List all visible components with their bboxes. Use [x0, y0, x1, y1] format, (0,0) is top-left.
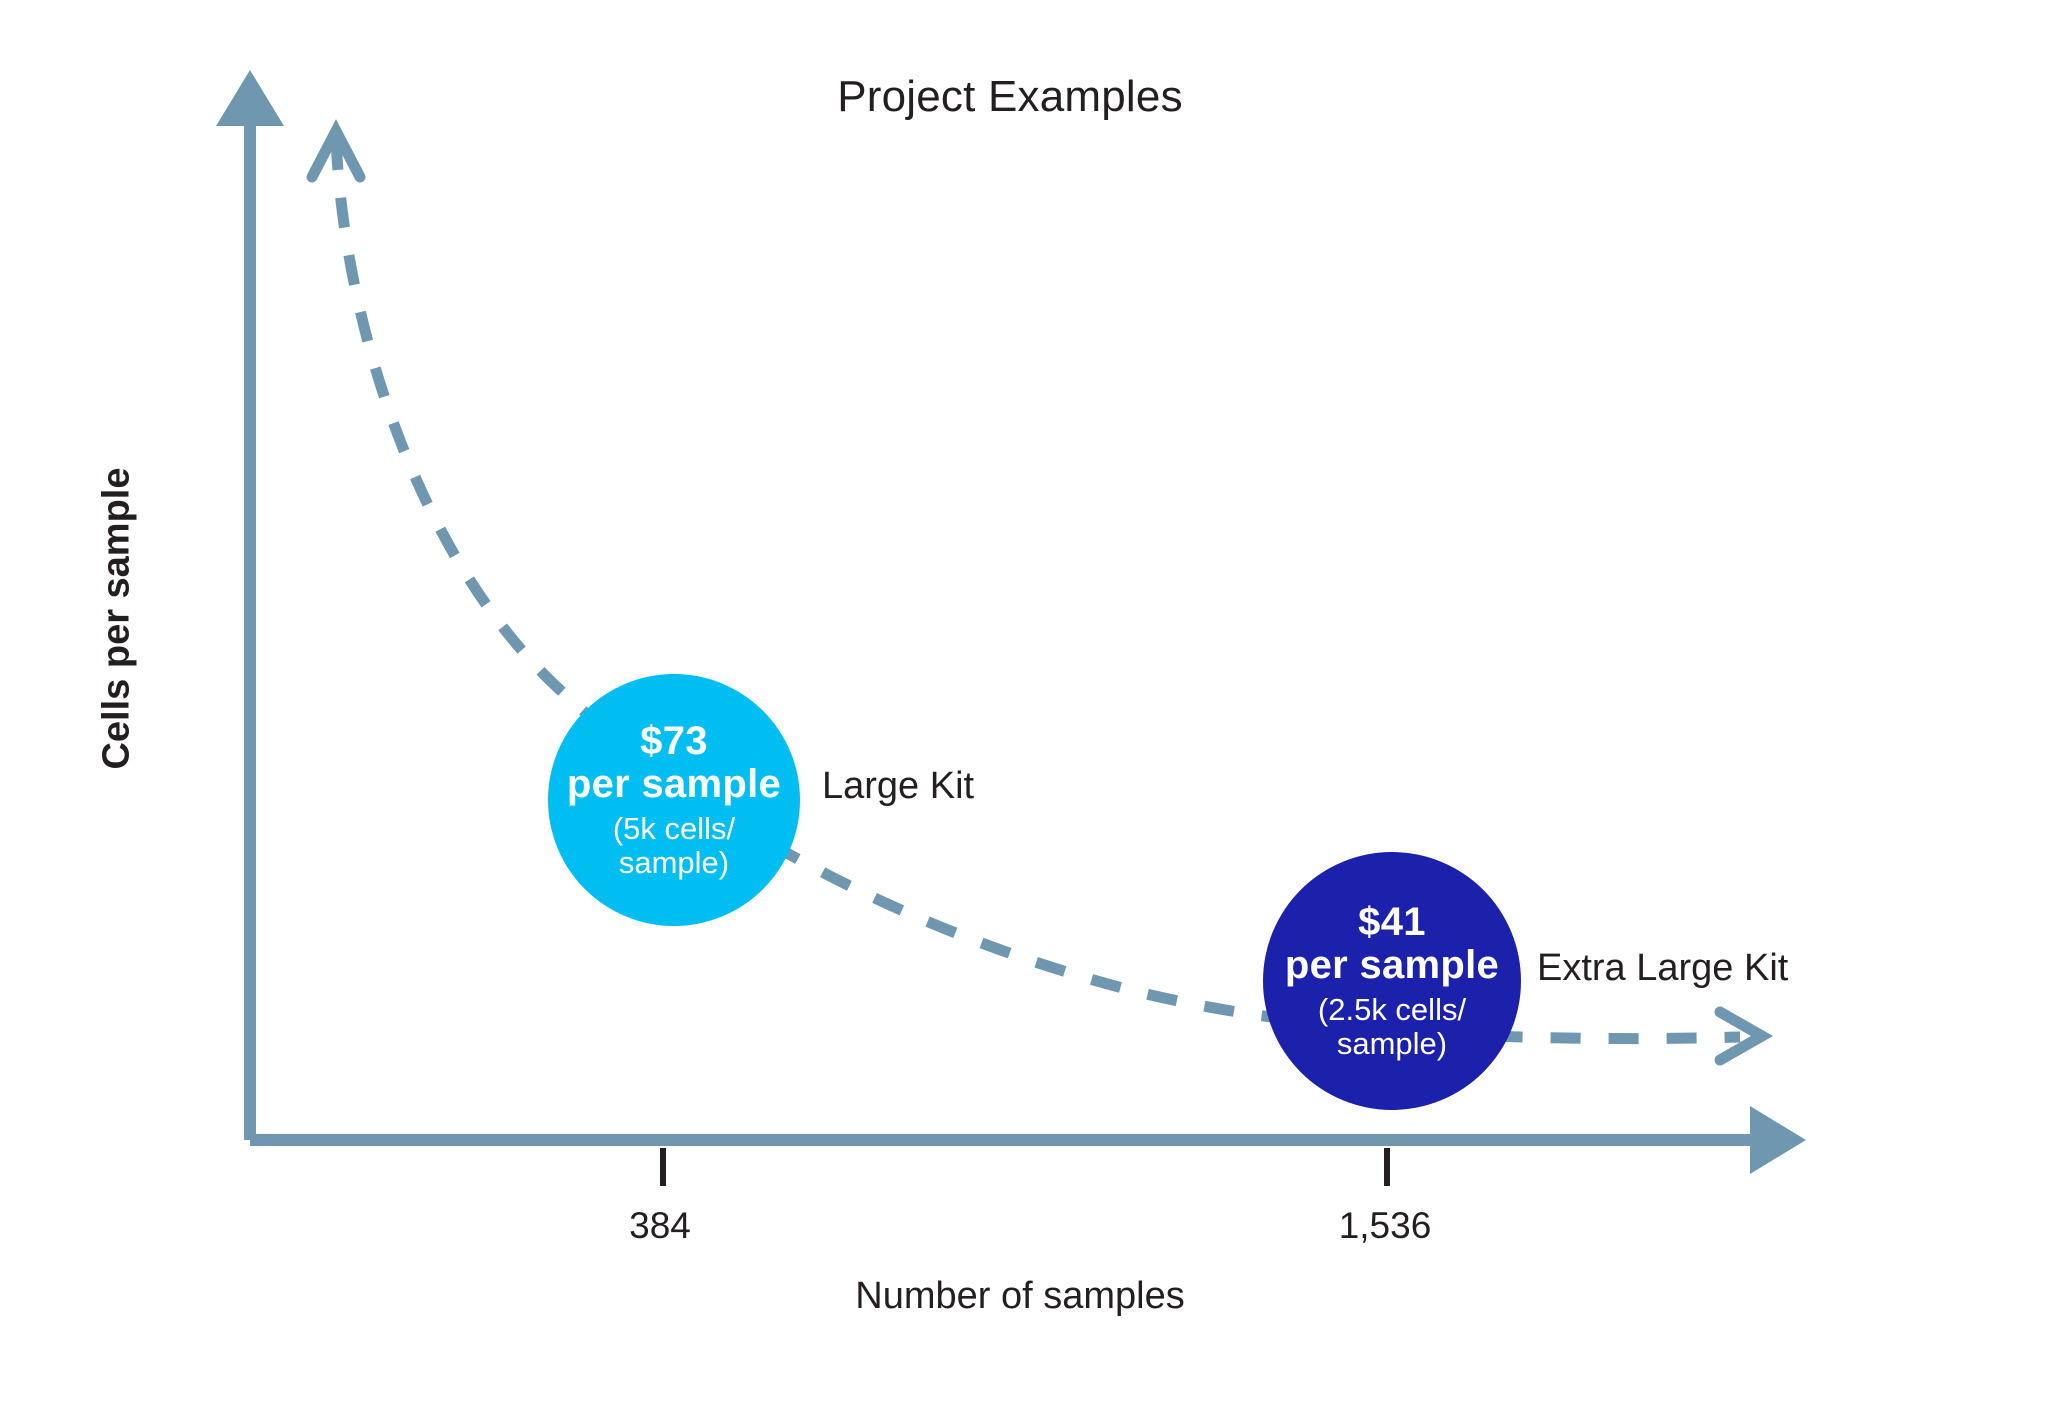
extra-large-kit-price: $41 [1358, 899, 1426, 944]
trend-curve-path [330, 139, 1741, 1045]
y-axis-label: Cells per sample [95, 467, 138, 770]
extra-large-kit-cells-line1: (2.5k cells/ [1317, 992, 1467, 1028]
y-axis-arrowhead-icon [216, 70, 284, 126]
large-kit-cells-line1: (5k cells/ [612, 811, 736, 847]
x-axis [250, 1106, 1806, 1174]
extra-large-kit-label: Extra Large Kit [1537, 947, 1789, 989]
page-title: Project Examples [837, 72, 1183, 121]
x-tick-label-384: 384 [629, 1205, 691, 1246]
large-kit-cells-line2: sample) [618, 844, 730, 880]
trend-curve-end-arrowhead-icon [1714, 1006, 1774, 1066]
x-axis-arrowhead-icon [1750, 1106, 1806, 1174]
data-point-extra-large-kit[interactable]: $41 per sample (2.5k cells/ sample) [1263, 852, 1521, 1110]
trend-curve [306, 119, 1774, 1066]
trend-curve-start-arrowhead-icon [306, 119, 366, 183]
data-point-large-kit[interactable]: $73 per sample (5k cells/ sample) [548, 674, 800, 926]
large-kit-price: $73 [640, 718, 708, 763]
x-axis-label: Number of samples [855, 1275, 1185, 1317]
extra-large-kit-price-unit: per sample [1284, 942, 1500, 987]
y-axis [216, 70, 284, 1140]
extra-large-kit-cells-line2: sample) [1336, 1025, 1448, 1061]
large-kit-price-unit: per sample [566, 761, 782, 806]
x-tick-label-1536: 1,536 [1338, 1205, 1432, 1246]
large-kit-label: Large Kit [822, 765, 975, 807]
